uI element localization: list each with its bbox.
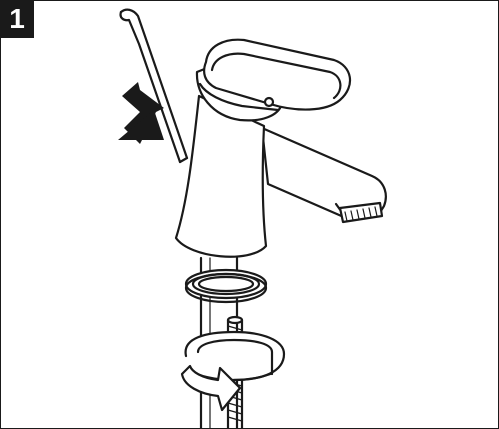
faucet-body <box>176 40 386 257</box>
rotate-clockwise-arrow-icon <box>182 332 284 410</box>
step-number-badge: 1 <box>0 0 34 38</box>
push-down-arrow-icon <box>118 82 164 144</box>
seal-ring <box>186 270 266 302</box>
